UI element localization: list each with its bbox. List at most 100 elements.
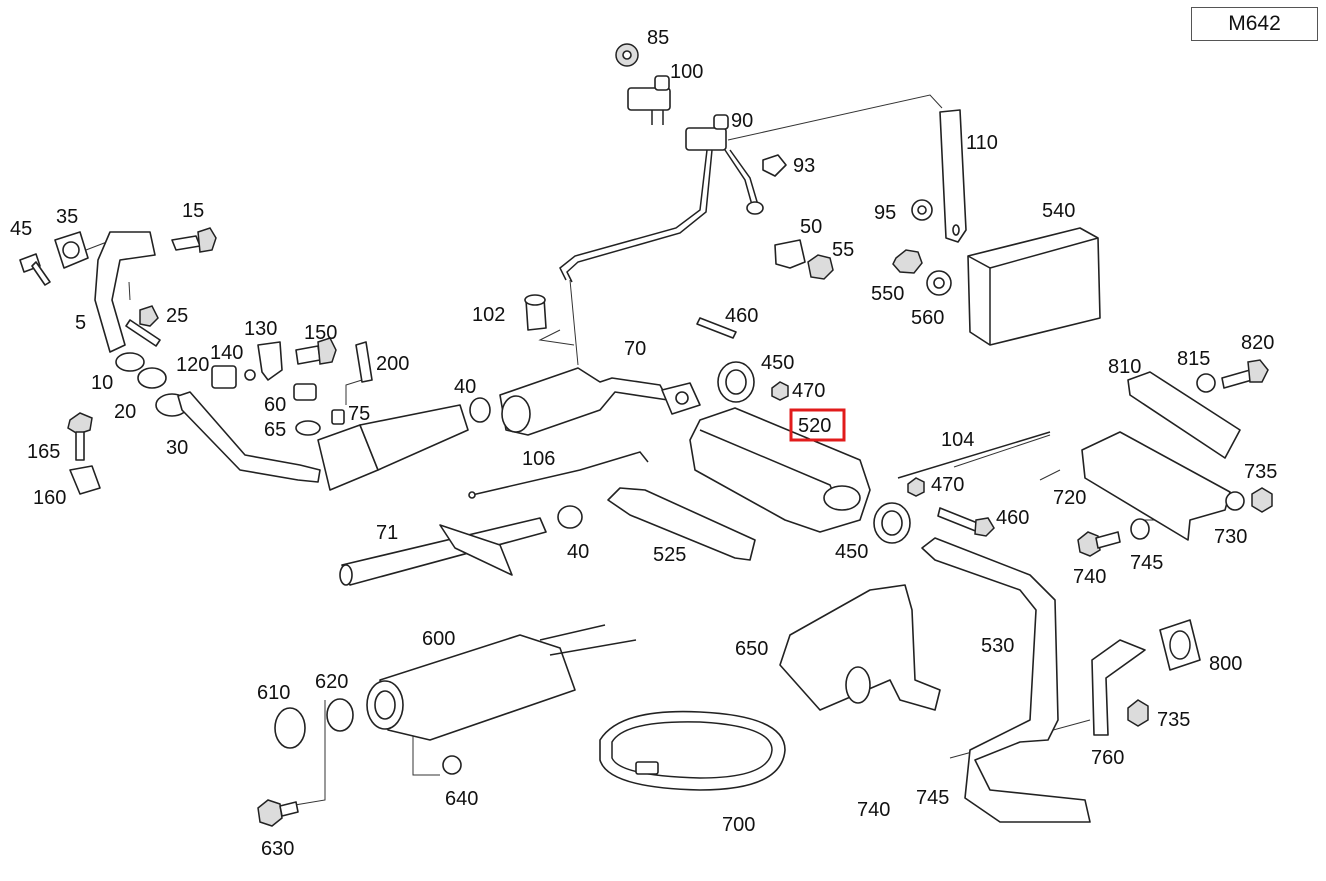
nut-735-lower [1127, 699, 1149, 727]
plate-810 [1127, 371, 1241, 459]
callout-70: 70 [624, 338, 646, 360]
callout-730: 730 [1214, 526, 1247, 548]
callout-15: 15 [182, 200, 204, 222]
callout-75: 75 [348, 403, 370, 425]
callout-470-right: 470 [931, 474, 964, 496]
callout-200: 200 [376, 353, 409, 375]
highlight-box-520 [789, 408, 846, 442]
callout-720: 720 [1053, 487, 1086, 509]
tail-pipe-530 [921, 537, 1091, 823]
leader-lines [85, 94, 1190, 806]
bracket-110 [939, 109, 967, 243]
sensor-75 [331, 409, 345, 425]
callout-30: 30 [166, 437, 188, 459]
callout-630: 630 [261, 838, 294, 860]
callout-130: 130 [244, 318, 277, 340]
bolt-460-right [937, 507, 981, 533]
nut-470-top [771, 381, 789, 401]
clip-93 [762, 154, 787, 177]
muffler-650 [779, 584, 941, 711]
callout-71: 71 [376, 522, 398, 544]
callout-470-top: 470 [792, 380, 825, 402]
callout-735-lower: 735 [1157, 709, 1190, 731]
callout-55: 55 [832, 239, 854, 261]
bolt-820 [1221, 369, 1253, 389]
callout-40-lower: 40 [567, 541, 589, 563]
callout-45: 45 [10, 218, 32, 240]
callout-735-top: 735 [1244, 461, 1277, 483]
washer-745 [1130, 518, 1150, 540]
sensor-200 [355, 341, 373, 383]
callout-100: 100 [670, 61, 703, 83]
callout-60: 60 [264, 394, 286, 416]
callout-10: 10 [91, 372, 113, 394]
callout-525: 525 [653, 544, 686, 566]
bolt-165 [67, 412, 93, 435]
callout-745-top: 745 [1130, 552, 1163, 574]
bracket-50 [774, 239, 806, 269]
callout-20: 20 [114, 401, 136, 423]
bolt-460-top [696, 317, 737, 339]
block-140 [211, 365, 237, 389]
bracket-160 [69, 465, 101, 495]
callout-820: 820 [1241, 332, 1274, 354]
callout-140: 140 [210, 342, 243, 364]
sensor-90 [685, 127, 727, 151]
washer-815 [1196, 373, 1216, 393]
ring-610 [274, 707, 306, 749]
callout-550: 550 [871, 283, 904, 305]
callout-460-top: 460 [725, 305, 758, 327]
pipe-525 [607, 487, 756, 561]
rear-muffler-600 [379, 634, 576, 741]
callout-106: 106 [522, 448, 555, 470]
front-pipe-parts [19, 227, 469, 495]
pressure-sensor-parts [559, 43, 787, 283]
callout-650: 650 [735, 638, 768, 660]
callout-810: 810 [1108, 356, 1141, 378]
nut-550 [892, 249, 923, 274]
callout-745-lower: 745 [916, 787, 949, 809]
callout-50: 50 [800, 216, 822, 238]
callout-102: 102 [472, 304, 505, 326]
clamp-40-lower [557, 505, 583, 529]
callout-815: 815 [1177, 348, 1210, 370]
callout-520: 520 [798, 415, 831, 437]
callout-460-right: 460 [996, 507, 1029, 529]
clamp-120 [137, 367, 167, 389]
callout-700: 700 [722, 814, 755, 836]
callout-540: 540 [1042, 200, 1075, 222]
callout-95: 95 [874, 202, 896, 224]
nut-640 [442, 755, 462, 775]
clamp-40 [469, 397, 491, 423]
gasket-620 [326, 698, 354, 732]
callout-65: 65 [264, 419, 286, 441]
callout-150: 150 [304, 322, 337, 344]
nut-470-right [907, 477, 925, 497]
heat-shield-540 [967, 227, 1101, 346]
callout-740-lower: 740 [857, 799, 890, 821]
callout-640: 640 [445, 788, 478, 810]
model-code-box: M642 [1191, 7, 1318, 41]
front-pipe-30 [177, 391, 321, 483]
callout-530: 530 [981, 635, 1014, 657]
callout-560: 560 [911, 307, 944, 329]
bracket-720 [1081, 431, 1231, 541]
callout-760: 760 [1091, 747, 1124, 769]
callout-120: 120 [176, 354, 209, 376]
callout-165: 165 [27, 441, 60, 463]
callout-450-top: 450 [761, 352, 794, 374]
gasket-10 [115, 352, 145, 372]
pressure-line-102 [559, 149, 708, 281]
sensor-100 [627, 87, 671, 111]
bolt-150 [295, 345, 321, 365]
callout-labels: 85 100 90 93 110 540 95 550 560 50 55 45… [10, 27, 1277, 860]
converter-parts [469, 294, 701, 436]
callout-85: 85 [647, 27, 669, 49]
callout-160: 160 [33, 487, 66, 509]
rod-104 [897, 431, 1051, 479]
callout-40: 40 [454, 376, 476, 398]
cable-106 [471, 451, 649, 496]
bolt-630 [257, 799, 283, 827]
callout-93: 93 [793, 155, 815, 177]
